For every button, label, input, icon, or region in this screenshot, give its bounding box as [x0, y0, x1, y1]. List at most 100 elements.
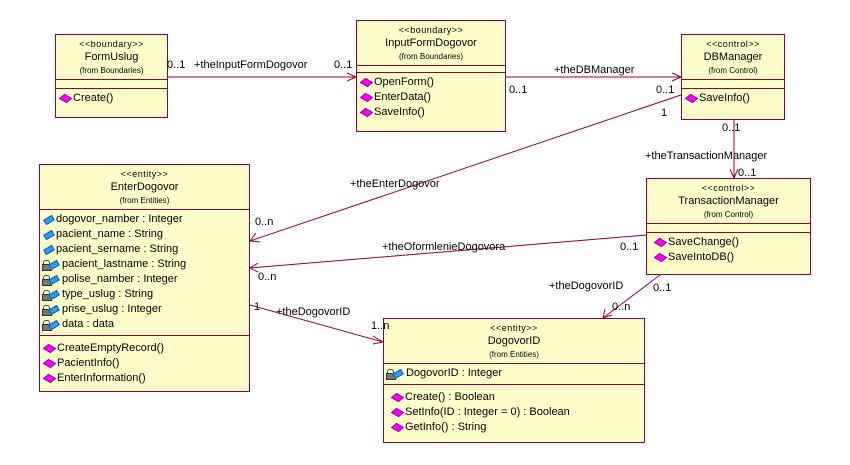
- attribute: type_uslug : String: [42, 287, 245, 302]
- public-operation-icon: [359, 92, 374, 103]
- attribute: data : data: [42, 317, 245, 332]
- public-operation-icon: [359, 107, 374, 118]
- attributes-section: [647, 224, 810, 233]
- class-form-uslug[interactable]: <<boundary>> FormUslug (from Boundaries)…: [55, 34, 168, 118]
- class-name: EnterDogovor: [110, 181, 179, 193]
- class-header: <<control>> DBManager (from Control): [682, 35, 784, 80]
- package-label: (from Control): [703, 210, 754, 219]
- multiplicity-label: 1..n: [371, 320, 390, 332]
- attribute: dogovor_namber : Integer: [42, 212, 245, 227]
- package-label: (from Boundaries): [398, 52, 464, 61]
- public-attribute-icon: [43, 229, 55, 240]
- class-transaction-manager[interactable]: <<control>> TransactionManager (from Con…: [646, 178, 811, 275]
- role-label: +theDBManager: [554, 64, 635, 76]
- arrowhead-oformlenie: [248, 262, 259, 273]
- operation: Create() : Boolean: [390, 390, 640, 405]
- role-label: +theOformlenieDogovora: [382, 241, 506, 253]
- operations-section: Create(): [56, 89, 167, 109]
- operation: CreateEmptyRecord(): [42, 341, 245, 356]
- operations-section: OpenForm() EnterData() SaveInfo(): [357, 73, 505, 123]
- attributes-section: DogovorID : Integer: [384, 364, 644, 385]
- public-operation-icon: [42, 343, 57, 354]
- class-name: TransactionManager: [678, 195, 779, 207]
- public-operation-icon: [684, 93, 699, 104]
- class-dogovor-id[interactable]: <<entity>> DogovorID (from Entities) Dog…: [383, 318, 645, 443]
- class-name: DBManager: [703, 51, 763, 63]
- class-header: <<boundary>> InputFormDogovor (from Boun…: [357, 21, 505, 66]
- assoc-line-dogovorid-ed: [249, 304, 384, 343]
- stereotype: <<entity>>: [120, 169, 169, 179]
- package-label: (from Entities): [119, 196, 170, 205]
- assoc-line-enter-dogovor: [249, 94, 682, 242]
- public-operation-icon: [42, 373, 57, 384]
- public-operation-icon: [359, 77, 374, 88]
- attribute: polise_namber : Integer: [42, 272, 245, 287]
- attributes-section: dogovor_namber : Integer pacient_name : …: [40, 210, 249, 336]
- multiplicity-label: 1: [254, 301, 261, 313]
- arrowhead-enter-dogovor: [249, 232, 261, 243]
- public-operation-icon: [390, 422, 405, 433]
- attributes-section: [357, 66, 505, 73]
- public-operation-icon: [390, 392, 405, 403]
- attributes-section: [56, 80, 167, 89]
- operation: GetInfo() : String: [390, 420, 640, 435]
- operation: EnterData(): [359, 90, 501, 105]
- class-name: InputFormDogovor: [385, 37, 477, 49]
- class-name: DogovorID: [487, 335, 541, 347]
- class-header: <<boundary>> FormUslug (from Boundaries): [56, 35, 167, 80]
- class-header: <<entity>> DogovorID (from Entities): [384, 319, 644, 364]
- class-header: <<entity>> EnterDogovor (from Entities): [40, 165, 249, 210]
- class-db-manager[interactable]: <<control>> DBManager (from Control) Sav…: [681, 34, 785, 120]
- operation: SaveInfo(): [359, 105, 501, 120]
- class-header: <<control>> TransactionManager (from Con…: [647, 179, 810, 224]
- operations-section: Create() : Boolean SetInfo(ID : Integer …: [384, 385, 644, 438]
- operations-section: SaveChange() SaveIntoDB(): [647, 233, 810, 268]
- public-operation-icon: [42, 358, 57, 369]
- multiplicity-label: 0..1: [722, 122, 741, 134]
- public-operation-icon: [58, 93, 73, 104]
- operations-section: CreateEmptyRecord() PacientInfo() EnterI…: [40, 336, 249, 389]
- operation: OpenForm(): [359, 75, 501, 90]
- attribute: pacient_lastname : String: [42, 257, 245, 272]
- operation: Create(): [58, 91, 163, 106]
- multiplicity-label: 0..1: [334, 59, 353, 71]
- stereotype: <<boundary>>: [398, 25, 464, 35]
- public-operation-icon: [390, 407, 405, 418]
- stereotype: <<control>>: [706, 39, 760, 49]
- stereotype: <<entity>>: [490, 323, 538, 333]
- package-label: (from Boundaries): [79, 66, 144, 75]
- operation: SaveInfo(): [684, 91, 780, 106]
- attribute: DogovorID : Integer: [386, 366, 640, 381]
- public-attribute-icon: [43, 244, 55, 255]
- multiplicity-label: 0..1: [167, 59, 186, 71]
- role-label: +theEnterDogovor: [350, 178, 440, 190]
- assoc-line-oformlenie: [249, 234, 648, 269]
- multiplicity-label: 0..1: [509, 84, 528, 96]
- multiplicity-label: 0..n: [255, 216, 274, 228]
- assoc-line-dogovorid-tm: [602, 274, 661, 319]
- class-input-form-dogovor[interactable]: <<boundary>> InputFormDogovor (from Boun…: [356, 20, 506, 132]
- attribute: prise_uslug : Integer: [42, 302, 245, 317]
- package-label: (from Control): [708, 66, 758, 75]
- class-name: FormUslug: [84, 51, 139, 63]
- operation: PacientInfo(): [42, 356, 245, 371]
- multiplicity-label: 0..1: [620, 241, 639, 253]
- operation: EnterInformation(): [42, 371, 245, 386]
- attribute: pacient_sername : String: [42, 242, 245, 257]
- multiplicity-label: 0..1: [738, 167, 757, 179]
- public-operation-icon: [653, 252, 668, 263]
- operations-section: SaveInfo(): [682, 89, 784, 109]
- operation: SaveIntoDB(): [653, 250, 806, 265]
- role-label: +theInputFormDogovor: [194, 59, 308, 71]
- class-enter-dogovor[interactable]: <<entity>> EnterDogovor (from Entities) …: [39, 164, 250, 392]
- operation: SetInfo(ID : Integer = 0) : Boolean: [390, 405, 640, 420]
- stereotype: <<control>>: [701, 183, 756, 193]
- public-attribute-icon: [43, 214, 55, 225]
- multiplicity-label: 0..1: [656, 84, 675, 96]
- package-label: (from Entities): [489, 350, 539, 359]
- operation: SaveChange(): [653, 235, 806, 250]
- multiplicity-label: 1: [661, 107, 668, 119]
- role-label: +theDogovorID: [549, 280, 624, 292]
- multiplicity-label: 0..n: [258, 271, 277, 283]
